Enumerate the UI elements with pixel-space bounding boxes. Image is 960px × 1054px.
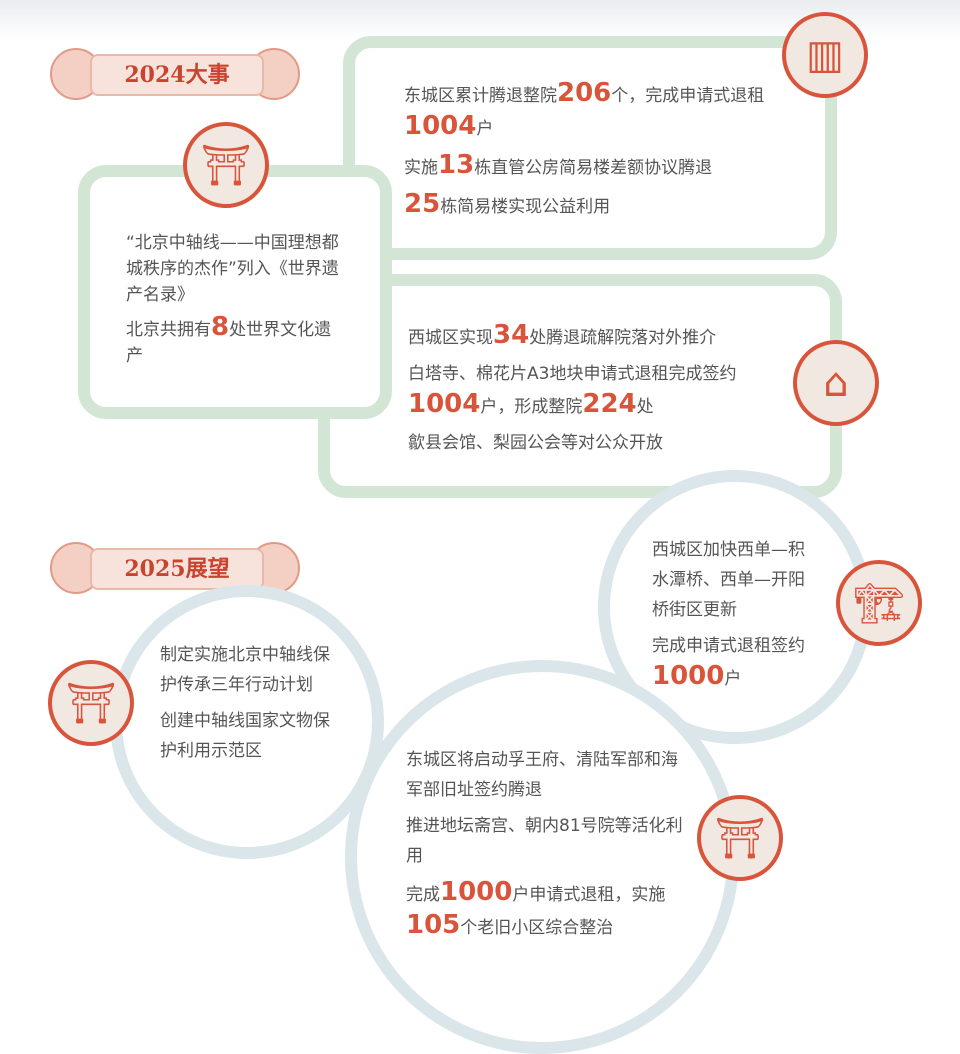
- construction-crane-icon: 🏗: [836, 560, 922, 646]
- palace-gate-icon: ⛩: [697, 795, 783, 881]
- axis-2025-text: 制定实施北京中轴线保护传承三年行动计划 创建中轴线国家文物保护利用示范区: [160, 645, 330, 761]
- tag-2024: 2024大事: [50, 44, 300, 104]
- house-icon: ⌂: [793, 340, 879, 426]
- xicheng-2024-text: 西城区实现34处腾退疏解院落对外推介 白塔寺、棉花片A3地块申请式退租完成签约1…: [408, 320, 737, 453]
- dongcheng-2024-text: 东城区累计腾退整院206个，完成申请式退租1004户 实施13栋直管公房简易楼差…: [404, 78, 765, 219]
- xicheng-2025-text: 西城区加快西单—积水潭桥、西单—开阳桥街区更新 完成申请式退租签约1000户: [652, 540, 805, 691]
- axis-2024-card: [78, 165, 392, 419]
- temple-of-heaven-icon: ⛩: [48, 660, 134, 746]
- gate-tower-icon: ⛩: [183, 122, 269, 208]
- year-label: 2025展望: [90, 548, 264, 590]
- dongcheng-2025-text: 东城区将启动孚王府、清陆军部和海军部旧址签约腾退 推进地坛斋宫、朝内81号院等活…: [406, 750, 683, 940]
- building-icon: ▥: [782, 12, 868, 98]
- year-label: 2024大事: [90, 54, 264, 96]
- axis-2024-text: “北京中轴线——中国理想都城秩序的杰作”列入《世界遗产名录》 北京共拥有8处世界…: [126, 233, 339, 366]
